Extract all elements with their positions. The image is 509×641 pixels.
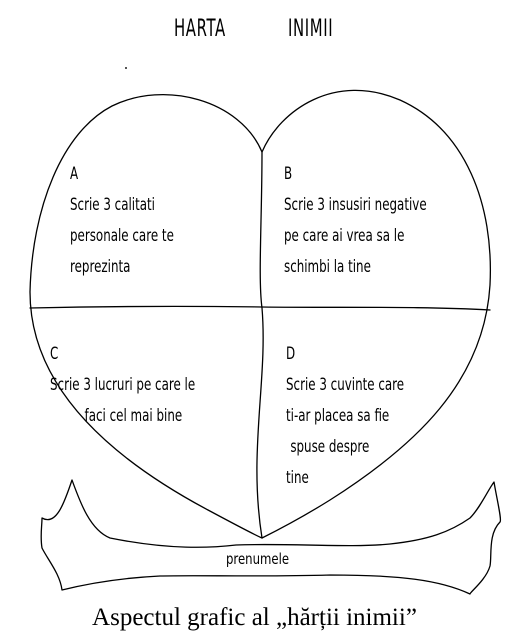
vertical-divider — [257, 152, 263, 538]
quadrant-b-line: pe care ai vrea sa le — [284, 220, 427, 251]
quadrant-c-line: faci cel mai bine — [50, 400, 195, 431]
title-word-harta: HARTA — [174, 14, 226, 42]
quadrant-b-letter: B — [284, 158, 427, 189]
ribbon-banner — [41, 480, 500, 594]
quadrant-a-line: reprezinta — [70, 251, 174, 282]
stray-dot — [125, 67, 127, 69]
quadrant-d-line: Scrie 3 cuvinte care — [286, 369, 404, 400]
banner-label-prenumele: prenumele — [226, 550, 289, 568]
quadrant-b: B Scrie 3 insusiri negative pe care ai v… — [284, 158, 427, 282]
quadrant-c-letter: C — [50, 338, 195, 369]
quadrant-c: C Scrie 3 lucruri pe care le faci cel ma… — [50, 338, 195, 431]
quadrant-b-line: Scrie 3 insusiri negative — [284, 189, 427, 220]
title-word-inimii: INIMII — [288, 14, 333, 42]
figure-caption: Aspectul grafic al „hărții inimii” — [0, 604, 509, 632]
quadrant-a-line: Scrie 3 calitati — [70, 189, 174, 220]
quadrant-d-letter: D — [286, 338, 404, 369]
quadrant-a-line: personale care te — [70, 220, 174, 251]
quadrant-c-line: Scrie 3 lucruri pe care le — [50, 369, 195, 400]
quadrant-a-letter: A — [70, 158, 174, 189]
quadrant-d-line: ti-ar placea sa fie — [286, 400, 404, 431]
horizontal-divider — [30, 306, 490, 310]
quadrant-a: A Scrie 3 calitati personale care te rep… — [70, 158, 174, 282]
quadrant-d-line: tine — [286, 462, 404, 493]
quadrant-b-line: schimbi la tine — [284, 251, 427, 282]
quadrant-d-line: spuse despre — [286, 431, 404, 462]
quadrant-d: D Scrie 3 cuvinte care ti-ar placea sa f… — [286, 338, 404, 493]
